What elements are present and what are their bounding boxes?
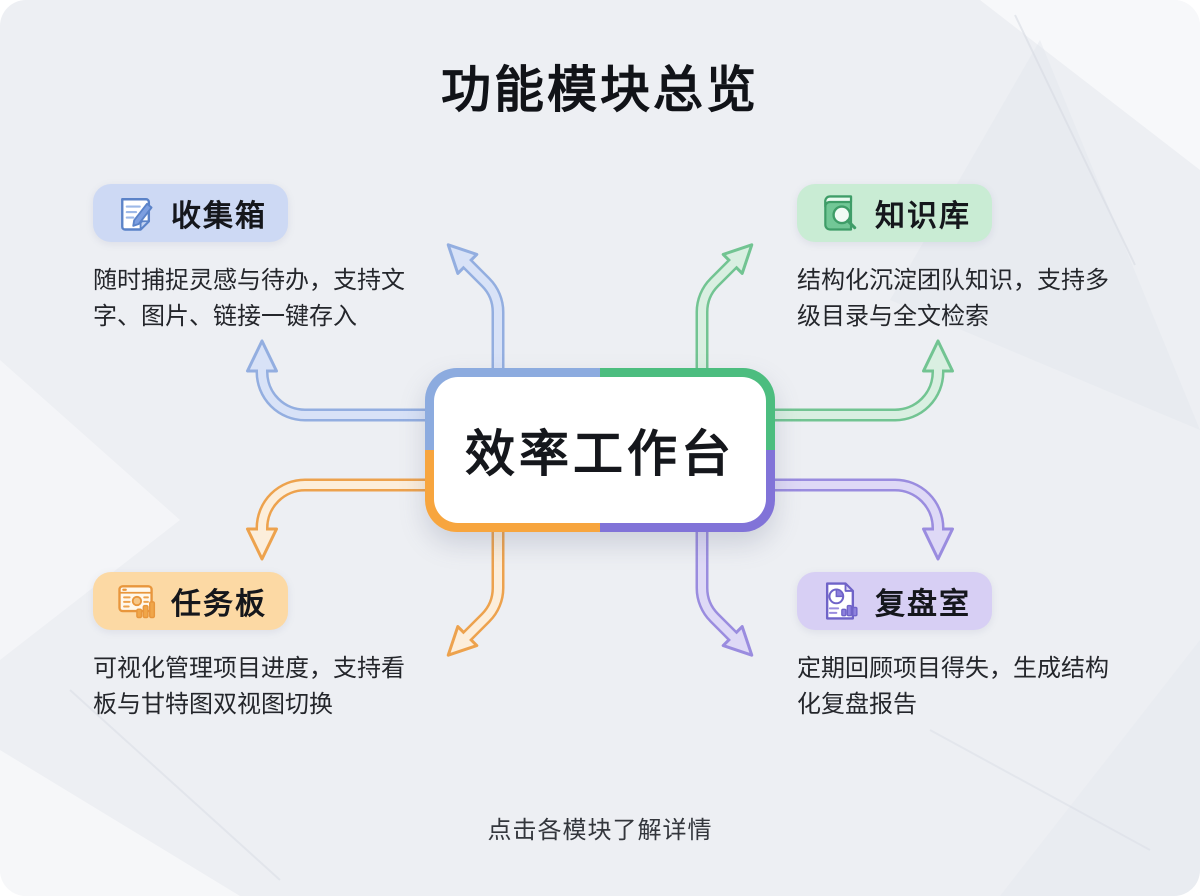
module-review-label: 复盘室	[875, 588, 971, 621]
center-hub-label: 效率工作台	[465, 426, 735, 482]
arrow-to-tasks	[246, 478, 505, 657]
module-inbox-label: 收集箱	[171, 200, 267, 233]
module-tasks-label: 任务板	[171, 588, 267, 621]
module-knowledge-badge[interactable]: 知识库	[797, 184, 992, 242]
arrow-to-knowledge	[695, 243, 954, 422]
module-tasks-badge[interactable]: 任务板	[93, 572, 288, 630]
center-hub: 效率工作台	[425, 368, 775, 532]
module-inbox-badge[interactable]: 收集箱	[93, 184, 288, 242]
module-review: 复盘室 定期回顾项目得失，生成结构化复盘报告	[797, 572, 1137, 723]
arrow-to-review	[695, 478, 954, 657]
report-pie-icon	[818, 579, 862, 623]
center-hub-card: 效率工作台	[434, 377, 766, 523]
module-inbox: 收集箱 随时捕捉灵感与待办，支持文字、图片、链接一键存入	[93, 184, 433, 335]
note-pencil-icon	[114, 191, 158, 235]
book-search-icon	[818, 191, 862, 235]
page-title: 功能模块总览	[441, 62, 759, 118]
module-tasks-description: 可视化管理项目进度，支持看板与甘特图双视图切换	[93, 655, 405, 718]
module-review-badge[interactable]: 复盘室	[797, 572, 992, 630]
module-knowledge: 知识库 结构化沉淀团队知识，支持多级目录与全文检索	[797, 184, 1137, 335]
module-review-description: 定期回顾项目得失，生成结构化复盘报告	[797, 655, 1109, 718]
arrow-to-inbox	[246, 243, 505, 422]
module-knowledge-description: 结构化沉淀团队知识，支持多级目录与全文检索	[797, 267, 1109, 330]
module-inbox-description: 随时捕捉灵感与待办，支持文字、图片、链接一键存入	[93, 267, 405, 330]
dashboard-chart-icon	[114, 579, 158, 623]
module-tasks: 任务板 可视化管理项目进度，支持看板与甘特图双视图切换	[93, 572, 433, 723]
footer-hint: 点击各模块了解详情	[487, 817, 713, 844]
module-knowledge-label: 知识库	[875, 200, 971, 233]
